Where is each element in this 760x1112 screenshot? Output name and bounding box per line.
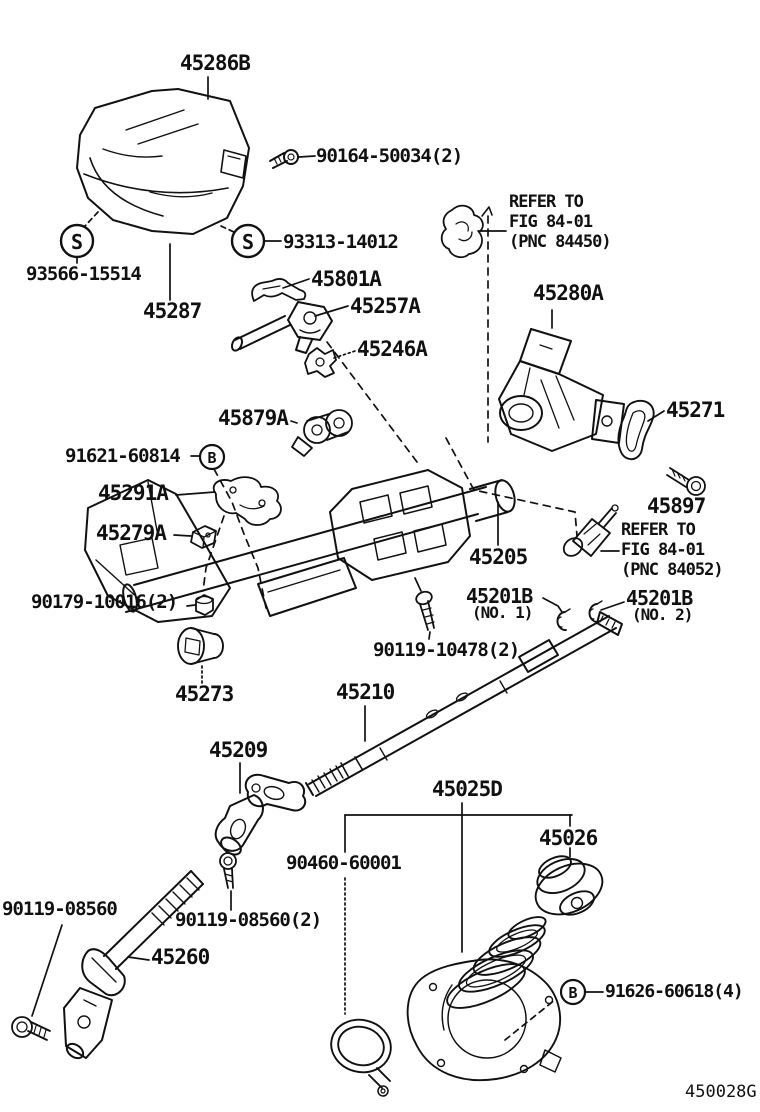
refer-note-line: (PNC 84052): [621, 560, 724, 581]
part-label-90164-50034: 90164-50034(2): [316, 145, 463, 167]
part-label-45201b-no1: 45201B: [466, 584, 533, 608]
refer-note-84052: REFER TO FIG 84-01 (PNC 84052): [621, 520, 724, 581]
refer-note-line: FIG 84-01: [509, 212, 593, 233]
marker-b-letter: B: [207, 449, 216, 467]
part-label-45209: 45209: [209, 738, 268, 762]
part-label-45273: 45273: [175, 682, 234, 706]
part-label-45291a: 45291A: [98, 481, 169, 505]
refer-note-line: REFER TO: [621, 520, 696, 540]
part-45280a-housing-drawing: [499, 329, 624, 451]
part-90119-10478-bolt-drawing: [414, 590, 434, 630]
part-label-90119-08560: 90119-08560: [2, 898, 118, 920]
refer-note-line: FIG 84-01: [621, 540, 705, 561]
part-45257a-lever-drawing: [230, 302, 332, 353]
part-45897-bolt-drawing: [667, 468, 705, 495]
part-label-45025d: 45025D: [432, 777, 503, 801]
part-label-45801a: 45801A: [311, 267, 382, 291]
marker-s-circle-right: S: [232, 225, 264, 257]
part-45286b-column-cover-drawing: [77, 89, 249, 234]
part-label-45201b-no2-sub: (NO. 2): [632, 605, 693, 624]
part-45205-column-tube-drawing: [85, 470, 518, 622]
part-label-90119-08560-2: 90119-08560(2): [175, 909, 322, 931]
part-label-93566-15514: 93566-15514: [26, 263, 142, 285]
part-refer-84052-drawing: [560, 505, 618, 560]
part-label-45271: 45271: [666, 398, 725, 422]
part-label-45260: 45260: [151, 945, 210, 969]
part-45201b-ring-no2-drawing: [589, 601, 602, 622]
part-45246a-clip-drawing: [305, 348, 336, 377]
part-45210-main-shaft-drawing: [306, 612, 622, 796]
part-90164-screw-drawing: [270, 150, 298, 168]
marker-s-letter: S: [71, 230, 83, 254]
refer-note-84450: REFER TO FIG 84-01 (PNC 84450): [509, 192, 612, 253]
part-label-45246a: 45246A: [357, 337, 428, 361]
part-label-45280a: 45280A: [533, 281, 604, 305]
dashed-assembly-lines: [85, 212, 577, 1040]
part-45209-joint-drawing: [216, 775, 306, 858]
part-90119-08560-bolt-drawing: [12, 1017, 50, 1040]
part-label-45279a: 45279A: [96, 521, 167, 545]
part-90179-nut-drawing: [196, 595, 213, 615]
part-label-90179-10016: 90179-10016(2): [31, 591, 178, 613]
part-45260-lower-shaft-drawing: [64, 871, 203, 1061]
part-label-93313-14012: 93313-14012: [283, 231, 399, 253]
marker-b-letter: B: [568, 984, 577, 1002]
part-45279a-cushion-drawing: [191, 526, 216, 548]
marker-s-letter: S: [242, 230, 254, 254]
refer-note-line: (PNC 84450): [509, 232, 612, 253]
part-45025d-boot-drawing: [408, 913, 561, 1081]
part-refer-84450-drawing: [442, 206, 492, 257]
part-label-45257a: 45257A: [350, 294, 421, 318]
part-45291a-bracket-drawing: [214, 477, 281, 525]
part-45271-gasket-drawing: [618, 401, 653, 459]
part-45026-cap-drawing: [528, 852, 611, 924]
part-label-90460-60001: 90460-60001: [286, 852, 402, 874]
part-label-45205: 45205: [469, 545, 528, 569]
part-45879a-stopper-drawing: [292, 410, 352, 456]
marker-s-circle-left: S: [61, 225, 93, 257]
diagram-code: 450028G: [685, 1082, 757, 1102]
part-label-91626-60618: 91626-60618(4): [605, 981, 744, 1002]
leader-lines: [32, 77, 664, 1016]
part-90460-clamp-drawing: [326, 1014, 397, 1096]
part-90119-08560-2-bolt-drawing: [220, 853, 236, 888]
marker-b-circle-lower: B: [561, 980, 585, 1004]
part-label-91621-60814: 91621-60814: [65, 445, 181, 467]
part-label-45287: 45287: [143, 299, 202, 323]
marker-b-circle-upper: B: [200, 445, 224, 469]
part-label-45286b: 45286B: [180, 51, 251, 75]
part-label-45201b-no2: 45201B: [626, 586, 693, 610]
part-label-90119-10478: 90119-10478(2): [373, 639, 520, 661]
part-45201b-ring-no1-drawing: [557, 609, 570, 630]
part-label-45879a: 45879A: [218, 406, 289, 430]
part-45801a-clip-drawing: [252, 279, 305, 301]
part-45273-bushing-drawing: [178, 628, 223, 664]
part-label-45026: 45026: [539, 826, 598, 850]
refer-note-line: REFER TO: [509, 192, 584, 212]
part-label-45210: 45210: [336, 680, 395, 704]
part-label-45897: 45897: [647, 494, 706, 518]
part-label-45201b-no1-sub: (NO. 1): [472, 603, 533, 622]
